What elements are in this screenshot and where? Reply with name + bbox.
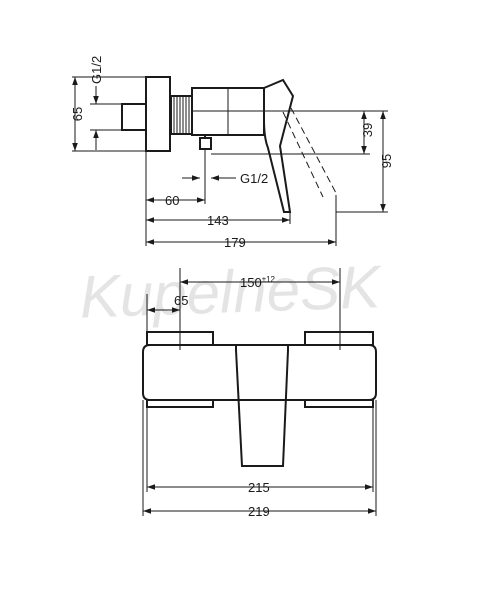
front-left-cap-bottom [146, 399, 214, 408]
dim-150-tolerance: ±12 [262, 275, 276, 284]
dim-thread-top-label: G1/2 [89, 56, 104, 84]
front-mixer-body [142, 344, 377, 401]
dim-143-label: 143 [207, 213, 229, 228]
front-view: 150±12 65 215 219 [142, 268, 377, 519]
dim-219-label: 219 [248, 504, 270, 519]
dim-thread-bottom-label: G1/2 [240, 171, 268, 186]
watermark-text: KupelneSK [79, 253, 384, 331]
front-right-cap-top [304, 331, 374, 346]
side-pipe-stub [121, 103, 147, 131]
side-lever-handle [263, 78, 295, 213]
front-lever [235, 344, 289, 467]
dim-65-front-label: 65 [174, 293, 188, 308]
dim-179-label: 179 [224, 235, 246, 250]
dim-150-label: 150±12 [240, 275, 276, 290]
dim-215-label: 215 [248, 480, 270, 495]
dim-60-label: 60 [165, 193, 179, 208]
dim-39-label: 39 [360, 123, 375, 137]
side-wall-flange [145, 76, 171, 152]
dim-95-label: 95 [379, 154, 394, 168]
side-lever-rotated [290, 107, 337, 194]
side-view: G1/2 65 39 95 G1/2 60 143 179 [70, 56, 394, 250]
front-right-cap-bottom [304, 399, 374, 408]
side-outlet [199, 137, 212, 150]
dim-65-side-label: 65 [70, 107, 85, 121]
